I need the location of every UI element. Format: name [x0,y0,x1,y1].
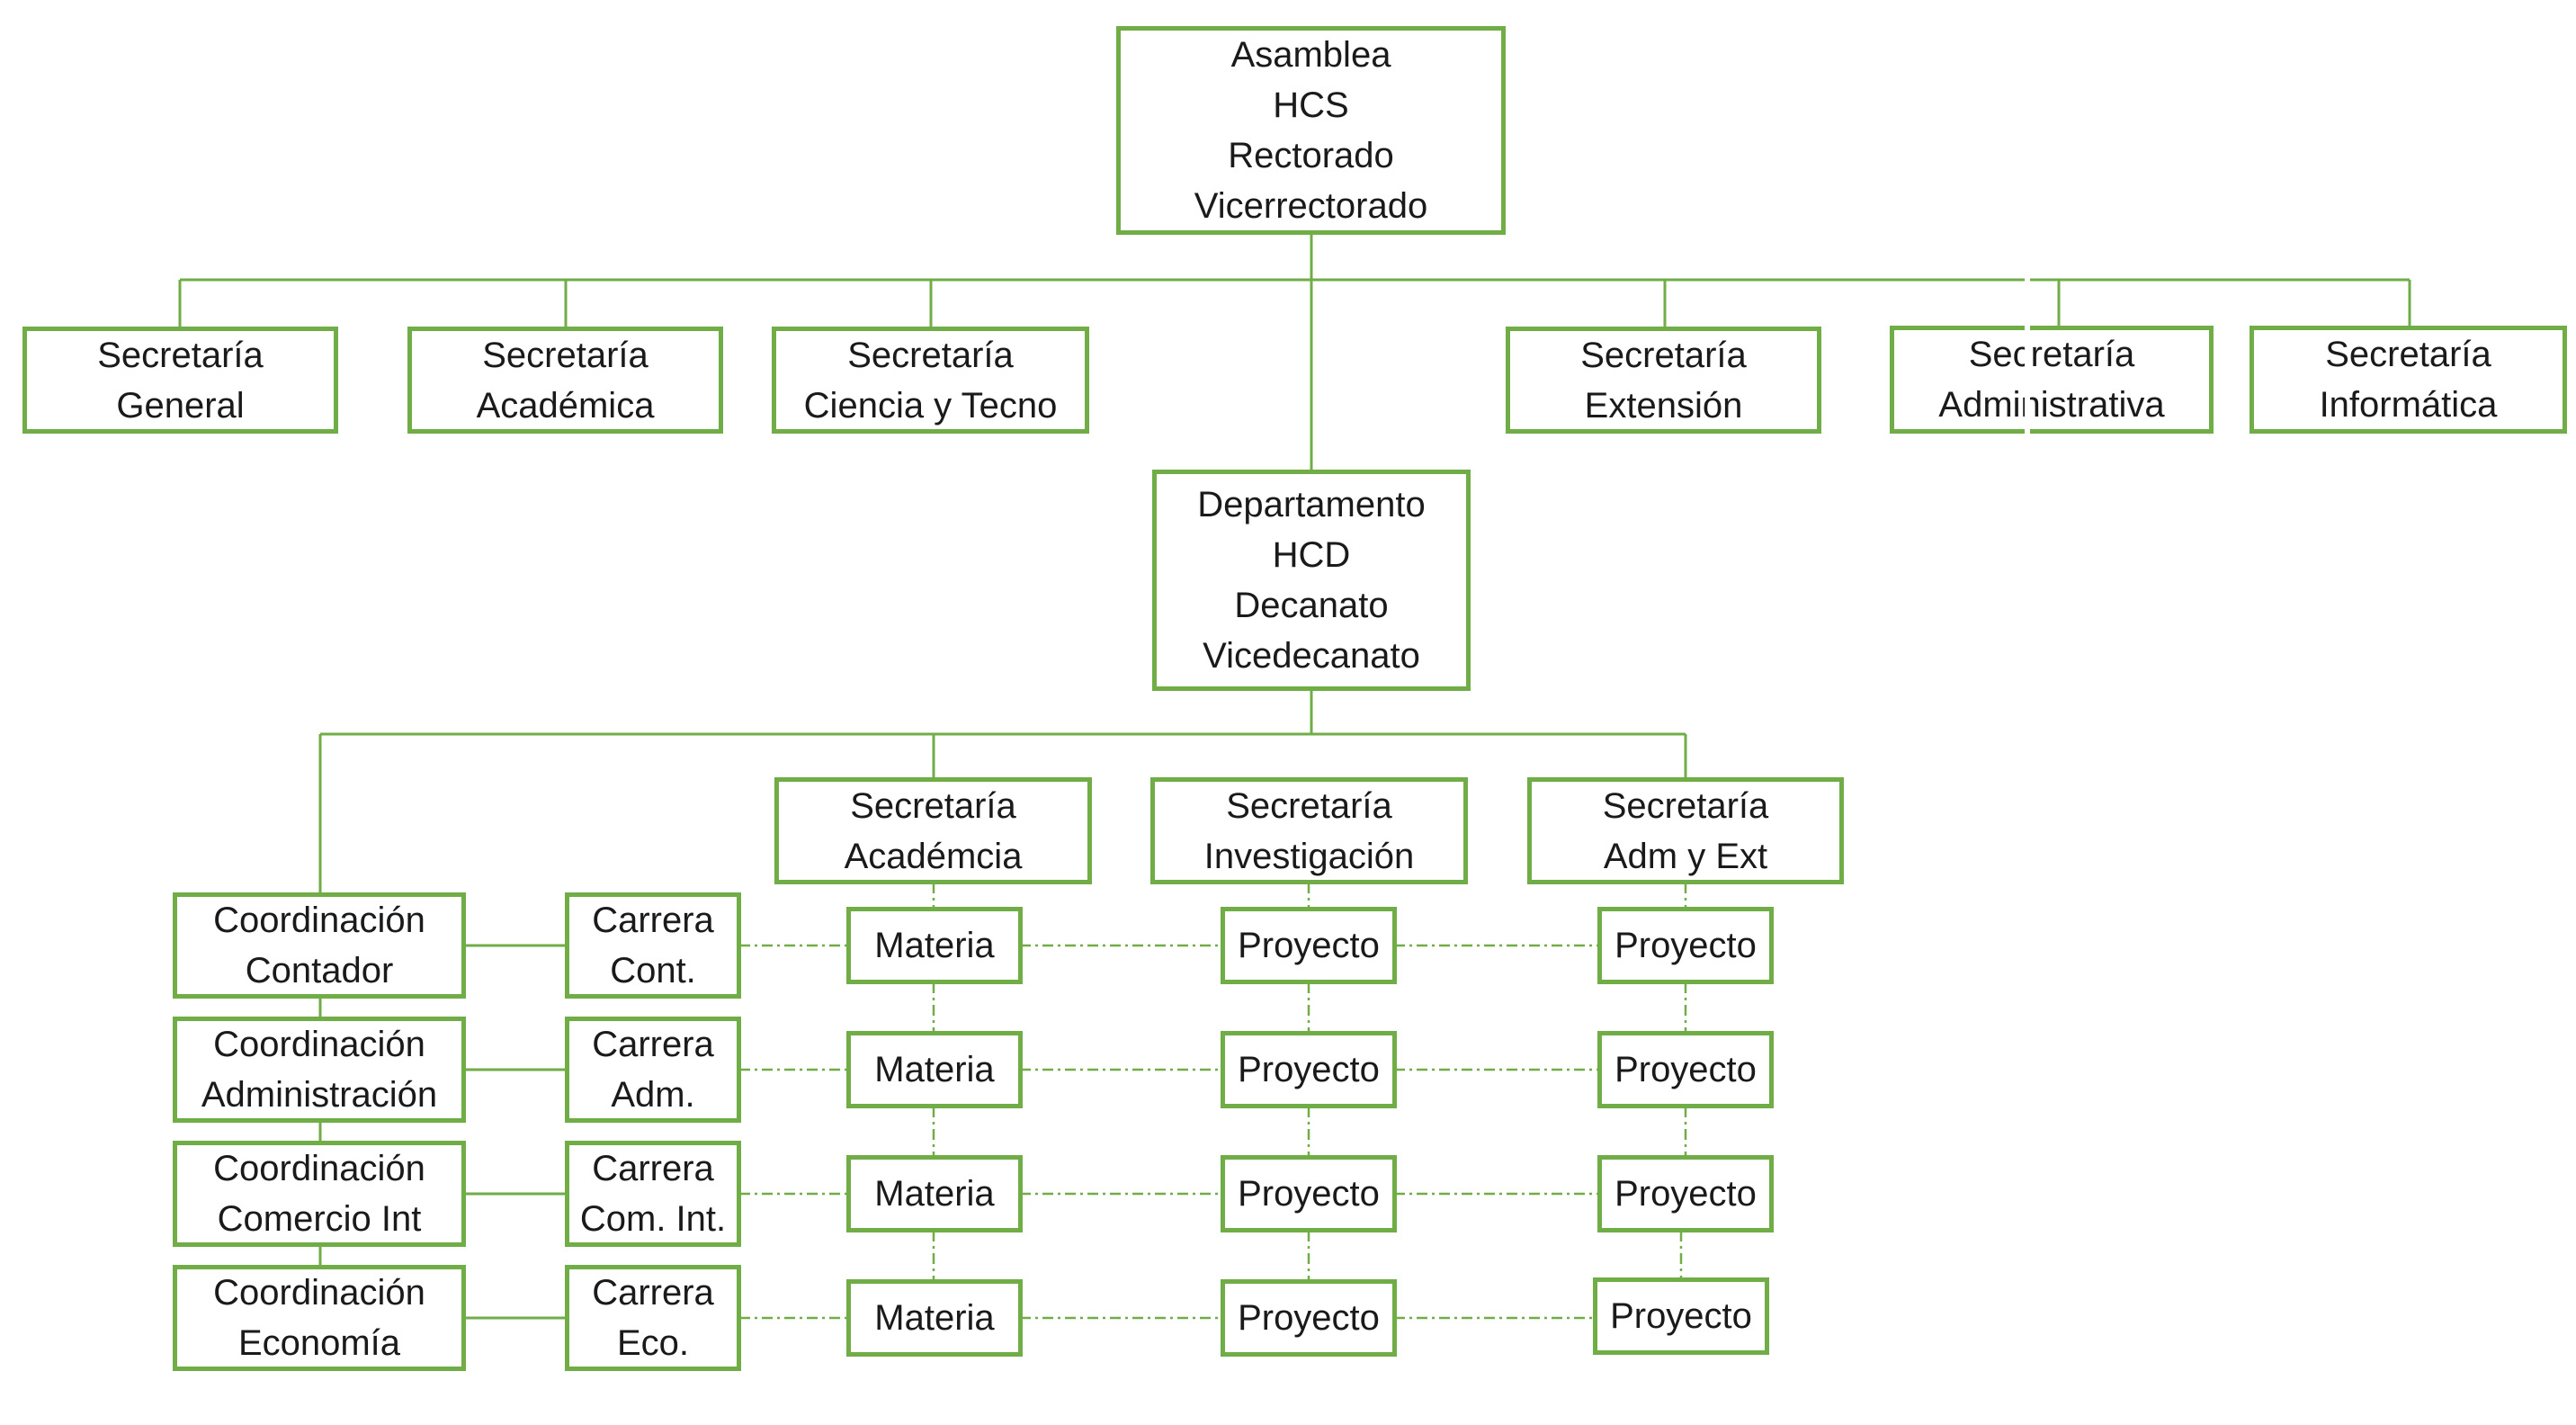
label: Materia [874,1050,995,1089]
label-line1: Secretaría [847,335,1014,375]
render-gap-artifact [2025,270,2030,437]
label-line2: Informática [2319,385,2498,425]
label: Proyecto [1614,1174,1757,1214]
box-carrera-eco: Carrera Eco. [565,1265,741,1371]
box-proyecto-admext-3: Proyecto [1597,1155,1774,1232]
box-carrera-cont: Carrera Cont. [565,892,741,999]
label: Proyecto [1238,926,1380,965]
label: Materia [874,1174,995,1214]
label-line1: Carrera [592,1025,714,1064]
box-secretaria-ciencia-tecno: Secretaría Ciencia y Tecno [772,327,1089,434]
label-line2: Eco. [616,1323,690,1363]
box-sec-adm-ext: Secretaría Adm y Ext [1527,777,1844,884]
text-asamblea: Asamblea [1230,35,1391,75]
label-line1: Secretaría [1968,335,2135,374]
label-line2: Investigación [1203,836,1415,876]
label-line1: Coordinación [213,901,425,940]
box-proyecto-invest-4: Proyecto [1221,1279,1397,1357]
box-sec-investigacion: Secretaría Investigación [1150,777,1468,884]
label-line2: Administrativa [1938,385,2165,425]
label-line2: Adm. [611,1075,695,1115]
label-line2: Comercio Int [217,1199,422,1239]
box-proyecto-invest-3: Proyecto [1221,1155,1397,1232]
box-proyecto-admext-1: Proyecto [1597,907,1774,984]
label-line1: Secretaría [482,335,648,375]
text-rectorado: Rectorado [1228,136,1394,175]
label-line2: Com. Int. [579,1199,727,1239]
label: Proyecto [1610,1296,1752,1336]
label-line2: Adm y Ext [1603,836,1768,876]
label-line1: Coordinación [213,1025,425,1064]
box-secretaria-general: Secretaría General [22,327,338,434]
box-departamento: Departamento HCD Decanato Vicedecanato [1152,470,1471,691]
label-line1: Secretaría [97,335,264,375]
box-secretaria-extension: Secretaría Extensión [1506,327,1821,434]
label-line1: Secretaría [1226,785,1392,826]
box-materia-4: Materia [846,1279,1023,1357]
label: Proyecto [1238,1298,1380,1338]
box-materia-3: Materia [846,1155,1023,1232]
text-decanato: Decanato [1234,586,1389,625]
label-line1: Secretaría [2325,335,2491,374]
box-asamblea: Asamblea HCS Rectorado Vicerrectorado [1116,26,1506,235]
label-line2: General [116,385,245,426]
label-line2: Académcia [844,836,1023,876]
text-vicedecanato: Vicedecanato [1203,636,1420,676]
box-carrera-adm: Carrera Adm. [565,1017,741,1123]
label: Proyecto [1238,1174,1380,1214]
label-line1: Secretaría [1580,335,1747,375]
box-secretaria-informatica: Secretaría Informática [2250,326,2567,434]
label-line2: Ciencia y Tecno [803,385,1058,426]
label-line1: Carrera [592,1273,714,1313]
box-materia-2: Materia [846,1031,1023,1108]
label: Proyecto [1614,1050,1757,1089]
box-coordinacion-contador: Coordinación Contador [173,892,466,999]
label-line2: Cont. [610,951,696,990]
text-hcs: HCS [1273,85,1349,125]
box-coordinacion-economia: Coordinación Economía [173,1265,466,1371]
label-line2: Administración [201,1075,438,1115]
box-sec-academcia: Secretaría Académcia [774,777,1092,884]
box-carrera-com-int: Carrera Com. Int. [565,1141,741,1247]
box-proyecto-admext-2: Proyecto [1597,1031,1774,1108]
label: Materia [874,1298,995,1338]
label-line1: Secretaría [1602,785,1769,826]
label: Materia [874,926,995,965]
box-proyecto-invest-1: Proyecto [1221,907,1397,984]
label-line1: Carrera [592,901,714,940]
box-coordinacion-administracion: Coordinación Administración [173,1017,466,1123]
box-materia-1: Materia [846,907,1023,984]
label: Proyecto [1614,926,1757,965]
text-vicerrectorado: Vicerrectorado [1194,186,1428,226]
label-line1: Coordinación [213,1149,425,1188]
text-departamento: Departamento [1197,485,1426,524]
label-line2: Extensión [1584,385,1743,426]
label-line2: Académica [476,385,655,426]
label: Proyecto [1238,1050,1380,1089]
box-secretaria-administrativa: Secretaría Administrativa [1890,326,2214,434]
label-line2: Economía [237,1323,401,1363]
label-line2: Contador [245,951,394,990]
box-coordinacion-comercio-int: Coordinación Comercio Int [173,1141,466,1247]
box-proyecto-admext-4: Proyecto [1593,1277,1769,1355]
box-secretaria-academica: Secretaría Académica [407,327,723,434]
label-line1: Carrera [592,1149,714,1188]
box-proyecto-invest-2: Proyecto [1221,1031,1397,1108]
text-hcd: HCD [1272,535,1351,575]
label-line1: Coordinación [213,1273,425,1313]
label-line1: Secretaría [850,785,1016,826]
